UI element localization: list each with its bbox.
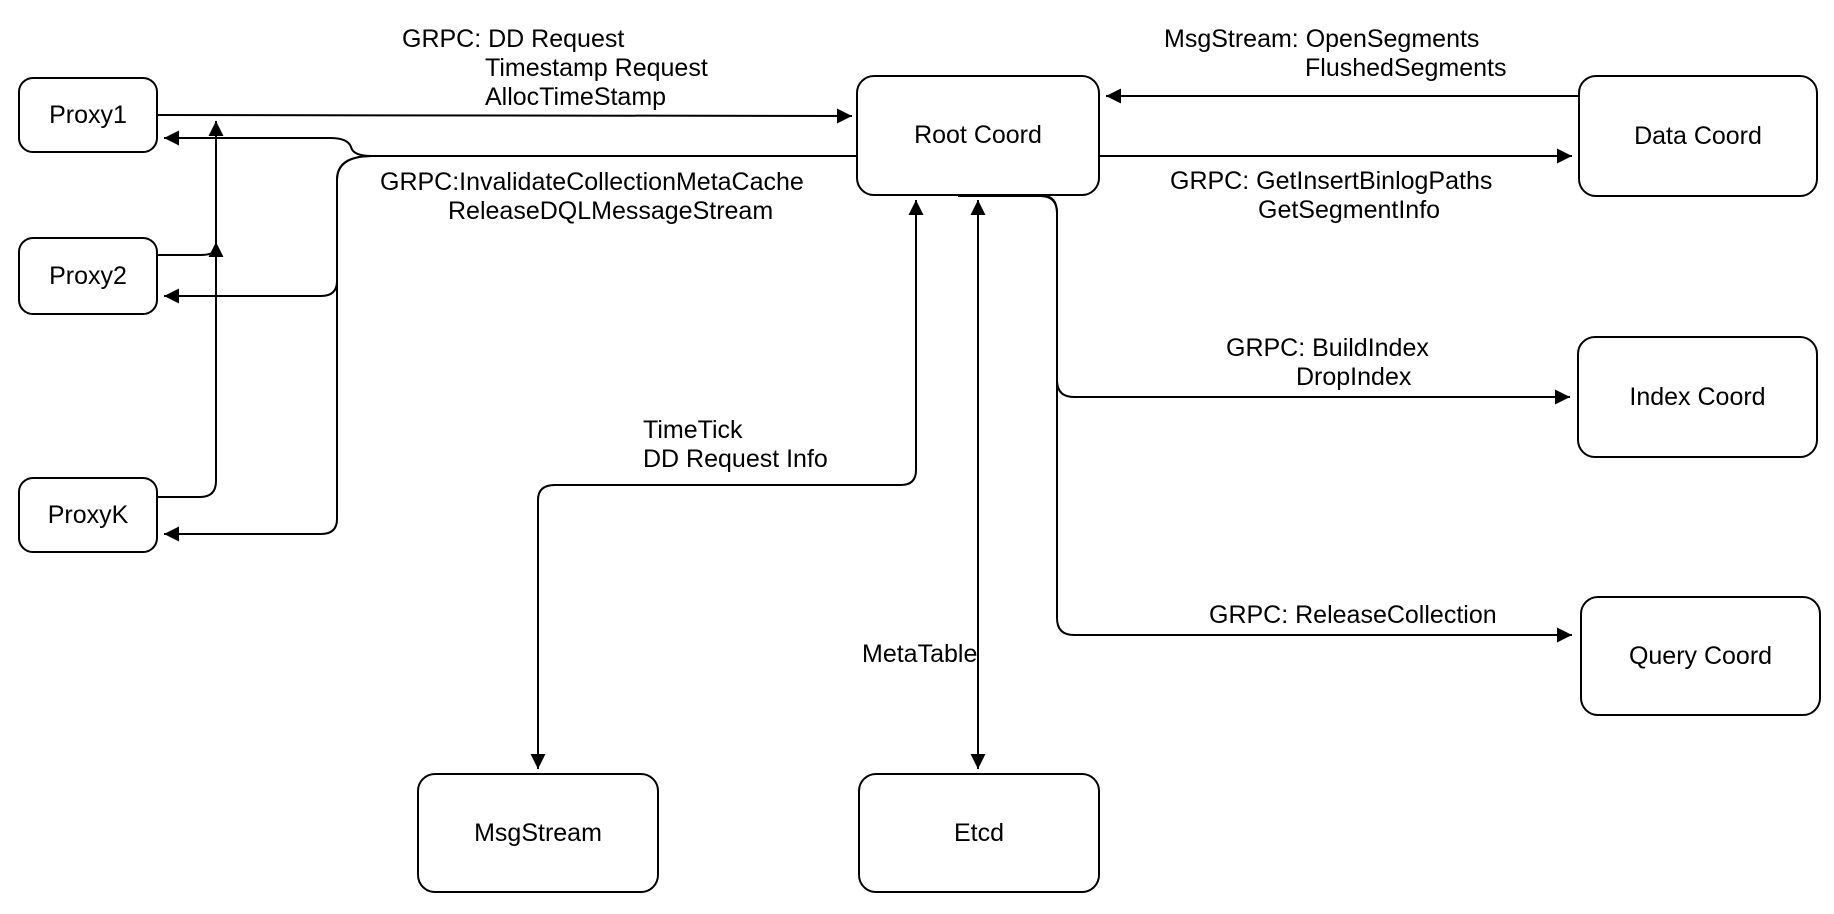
edge-label-root-to-proxies-line2: ReleaseDQLMessageStream bbox=[448, 197, 774, 225]
node-msgstream-label: MsgStream bbox=[474, 818, 602, 847]
edge-label-proxy-to-root-line1: GRPC: DD Request bbox=[402, 25, 625, 53]
edge-label-root-to-msgstream-line1: TimeTick bbox=[643, 416, 743, 444]
edge-label-root-to-index-line1: GRPC: BuildIndex bbox=[1226, 334, 1429, 362]
edge-root-coord-to-proxyk[interactable] bbox=[164, 155, 856, 542]
edge-proxyk-join-request-line[interactable] bbox=[158, 121, 224, 498]
node-msgstream[interactable]: MsgStream bbox=[417, 773, 659, 893]
edge-root-coord-to-query-coord[interactable] bbox=[1042, 195, 1572, 643]
edge-root-coord-to-index-coord[interactable] bbox=[958, 195, 1570, 405]
node-root-coord-label: Root Coord bbox=[914, 121, 1042, 149]
node-etcd[interactable]: Etcd bbox=[858, 773, 1100, 893]
edge-label-proxy-to-root-line3: AllocTimeStamp bbox=[485, 83, 667, 111]
edge-proxy2-join-request-line[interactable] bbox=[158, 242, 224, 257]
edge-root-coord-msgstream-bidirectional[interactable] bbox=[530, 200, 924, 769]
node-data-coord-label: Data Coord bbox=[1634, 121, 1762, 150]
edge-label-data-to-root-line1: MsgStream: OpenSegments bbox=[1164, 25, 1480, 53]
edge-label-root-to-etcd-line1: MetaTable bbox=[862, 640, 978, 668]
node-proxyk[interactable]: ProxyK bbox=[18, 477, 158, 553]
node-proxy1[interactable]: Proxy1 bbox=[18, 77, 158, 153]
edge-label-root-to-data-line1: GRPC: GetInsertBinlogPaths bbox=[1170, 167, 1493, 195]
node-etcd-label: Etcd bbox=[953, 818, 1005, 847]
node-proxy2-label: Proxy2 bbox=[49, 261, 127, 290]
edge-label-data-to-root-line2: FlushedSegments bbox=[1305, 54, 1507, 82]
node-index-coord-label: Index Coord bbox=[1629, 382, 1766, 411]
node-proxy2[interactable]: Proxy2 bbox=[18, 237, 158, 315]
edge-label-root-to-msgstream-line2: DD Request Info bbox=[643, 445, 828, 473]
edge-label-root-to-data-line2: GetSegmentInfo bbox=[1258, 196, 1441, 224]
node-query-coord-label: Query Coord bbox=[1628, 641, 1773, 670]
node-query-coord[interactable]: Query Coord bbox=[1580, 596, 1821, 716]
edge-proxy1-to-root-coord[interactable] bbox=[157, 108, 853, 124]
node-data-coord[interactable]: Data Coord bbox=[1578, 75, 1818, 197]
node-proxy1-label: Proxy1 bbox=[49, 100, 127, 129]
node-proxyk-label: ProxyK bbox=[47, 500, 129, 529]
node-index-coord[interactable]: Index Coord bbox=[1577, 336, 1818, 458]
edge-label-root-to-index-line2: DropIndex bbox=[1296, 363, 1412, 391]
edge-label-proxy-to-root-line2: Timestamp Request bbox=[485, 54, 708, 82]
node-root-coord[interactable]: Root Coord bbox=[856, 75, 1100, 196]
edge-root-coord-to-proxy1[interactable] bbox=[164, 130, 856, 157]
edge-label-root-to-proxies-line1: GRPC:InvalidateCollectionMetaCache bbox=[380, 168, 804, 196]
edge-label-root-to-query-line1: GRPC: ReleaseCollection bbox=[1209, 601, 1497, 629]
